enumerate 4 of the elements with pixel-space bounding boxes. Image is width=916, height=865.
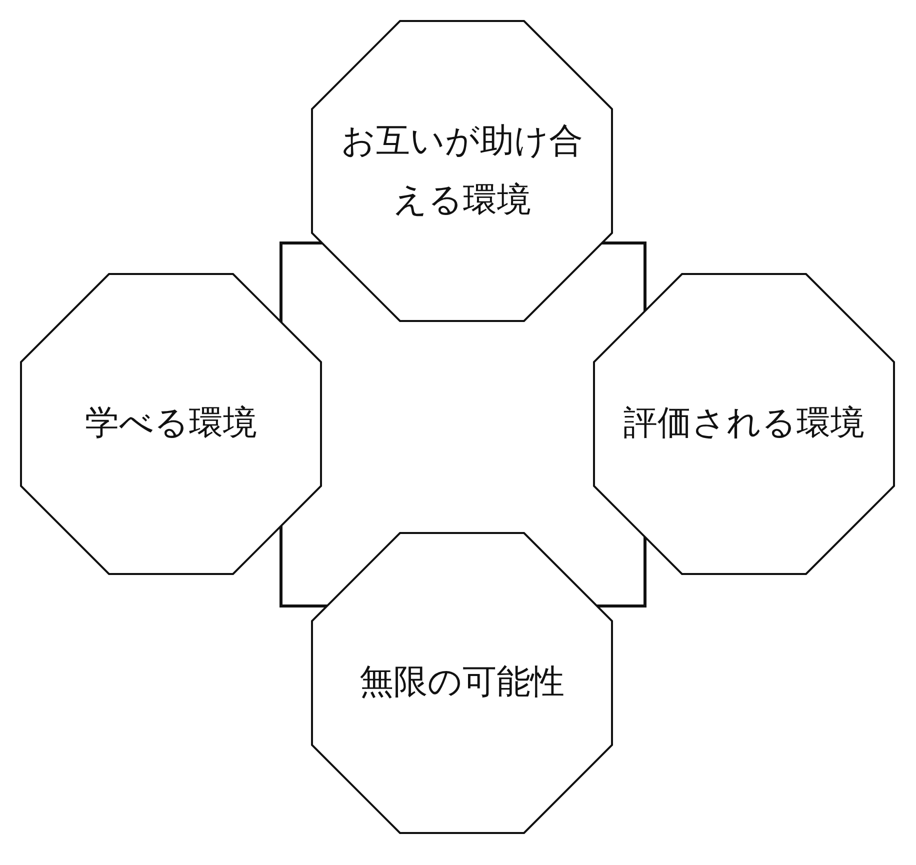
node-label: 評価される環境	[624, 402, 864, 446]
node-label: お互いが助け合える環境	[340, 120, 584, 222]
node-label: 無限の可能性	[360, 661, 564, 704]
node-label: 学べる環境	[85, 402, 257, 446]
